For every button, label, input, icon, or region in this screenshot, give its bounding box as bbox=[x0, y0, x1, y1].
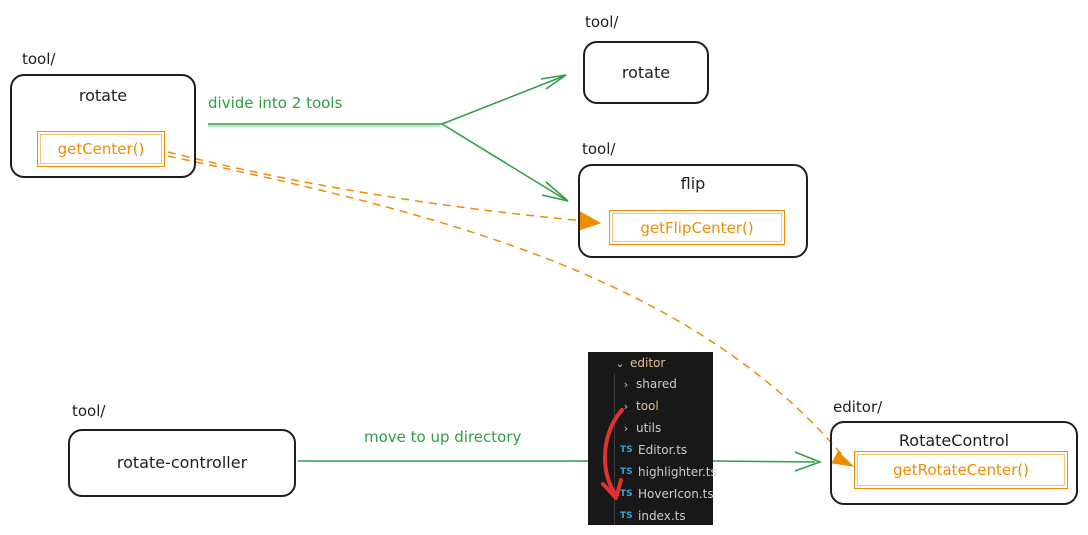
explorer-item-label: tool bbox=[636, 399, 659, 413]
explorer-item-index-ts[interactable]: TS index.ts bbox=[620, 505, 686, 527]
explorer-item-label: index.ts bbox=[638, 509, 686, 523]
rotate-node: rotate bbox=[10, 74, 196, 178]
explorer-item-shared[interactable]: › shared bbox=[620, 373, 677, 395]
chevron-right-icon: › bbox=[623, 421, 629, 435]
rotate-controller-node-title: rotate-controller bbox=[116, 453, 248, 472]
chevron-right-icon: › bbox=[623, 377, 629, 391]
explorer-item-label: highlighter.ts bbox=[638, 465, 717, 479]
move-connector-line-2 bbox=[712, 460, 816, 463]
file-explorer-panel: ⌄ editor › shared › tool › utils TS Edit… bbox=[588, 352, 717, 527]
indent-guide bbox=[614, 373, 615, 525]
dashed-arrow-to-flip-center bbox=[167, 151, 597, 223]
move-annotation: move to up directory bbox=[364, 428, 522, 446]
rotate-controller-node: rotate-controller bbox=[68, 429, 296, 497]
flip-node: flip bbox=[578, 164, 808, 258]
explorer-item-hovericon-ts[interactable]: TS HoverIcon.ts bbox=[620, 483, 714, 505]
typescript-file-icon: TS bbox=[620, 467, 633, 477]
rotate-control-node: RotateControl bbox=[830, 421, 1078, 505]
typescript-file-icon: TS bbox=[620, 489, 633, 499]
flip-folder-label: tool/ bbox=[582, 140, 616, 158]
split-arrow-to-rotate bbox=[441, 75, 565, 125]
explorer-item-label: Editor.ts bbox=[638, 443, 688, 457]
red-arrow-curve bbox=[603, 408, 624, 494]
chevron-down-icon: ⌄ bbox=[615, 356, 625, 370]
split-arrow-to-rotate-head bbox=[540, 74, 567, 90]
rotate-controller-folder-label: tool/ bbox=[72, 402, 106, 420]
typescript-file-icon: TS bbox=[620, 511, 633, 521]
get-flip-center-node: getFlipCenter() bbox=[609, 210, 785, 245]
dashed-arrow-to-rotate-center-head bbox=[831, 451, 855, 467]
explorer-item-editor[interactable]: ⌄ editor bbox=[614, 352, 665, 374]
rotate-tool-node: rotate bbox=[583, 41, 709, 104]
rotate-control-node-title: RotateControl bbox=[898, 431, 1010, 450]
move-arrow-head bbox=[794, 451, 823, 472]
split-annotation: divide into 2 tools bbox=[208, 94, 343, 112]
explorer-item-tool[interactable]: › tool bbox=[620, 395, 659, 417]
explorer-item-editor-ts[interactable]: TS Editor.ts bbox=[620, 439, 687, 461]
typescript-file-icon: TS bbox=[620, 445, 633, 455]
rotate-folder-label: tool/ bbox=[22, 50, 56, 68]
split-arrow-to-flip bbox=[441, 123, 567, 201]
move-tool-arrow bbox=[601, 408, 624, 500]
explorer-item-utils[interactable]: › utils bbox=[620, 417, 661, 439]
explorer-item-label: HoverIcon.ts bbox=[638, 487, 714, 501]
editor-folder-label: editor/ bbox=[833, 398, 883, 416]
chevron-right-icon: › bbox=[623, 399, 629, 413]
rotate-tool-node-title: rotate bbox=[621, 63, 671, 82]
explorer-item-label: shared bbox=[636, 377, 677, 391]
split-arrow-to-flip-head bbox=[541, 181, 569, 202]
red-arrow-head bbox=[601, 478, 623, 500]
rotate-tool-folder-label: tool/ bbox=[585, 13, 619, 31]
get-rotate-center-node: getRotateCenter() bbox=[854, 451, 1068, 489]
flip-node-title: flip bbox=[680, 174, 706, 193]
explorer-item-highlighter-ts[interactable]: TS highlighter.ts bbox=[620, 461, 717, 483]
rotate-node-title: rotate bbox=[78, 86, 128, 105]
explorer-item-label: editor bbox=[630, 356, 666, 370]
get-center-node: getCenter() bbox=[37, 131, 165, 167]
explorer-item-label: utils bbox=[636, 421, 662, 435]
